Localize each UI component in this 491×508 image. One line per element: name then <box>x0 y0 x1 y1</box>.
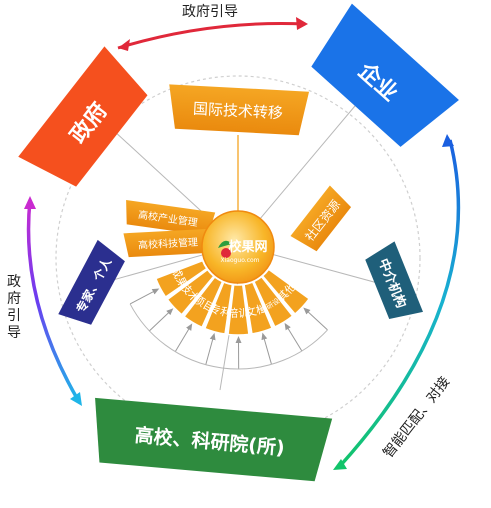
hub[interactable]: 校果网 Xiaoguo.com <box>202 211 274 283</box>
left-arrow-char-1: 政 <box>7 274 21 290</box>
hub-logo-sub: Xiaoguo.com <box>220 257 259 264</box>
left-arrow-char-2: 府 <box>7 291 21 307</box>
left-arrow-label: 政 府 引 导 <box>7 274 21 341</box>
top-arrow-label: 政府引导 <box>182 4 238 20</box>
right-arrow-label: 智能匹配、对接 <box>380 373 454 461</box>
top-double-arrow <box>118 17 308 51</box>
left-arrow-char-4: 导 <box>7 325 21 341</box>
tech-transfer-block[interactable]: 国际技术转移 <box>167 84 309 135</box>
left-arrow-char-3: 引 <box>7 308 21 324</box>
hub-logo-text: 校果网 <box>228 239 267 255</box>
univ-tech-block[interactable]: 高校科技管理 <box>123 229 214 258</box>
